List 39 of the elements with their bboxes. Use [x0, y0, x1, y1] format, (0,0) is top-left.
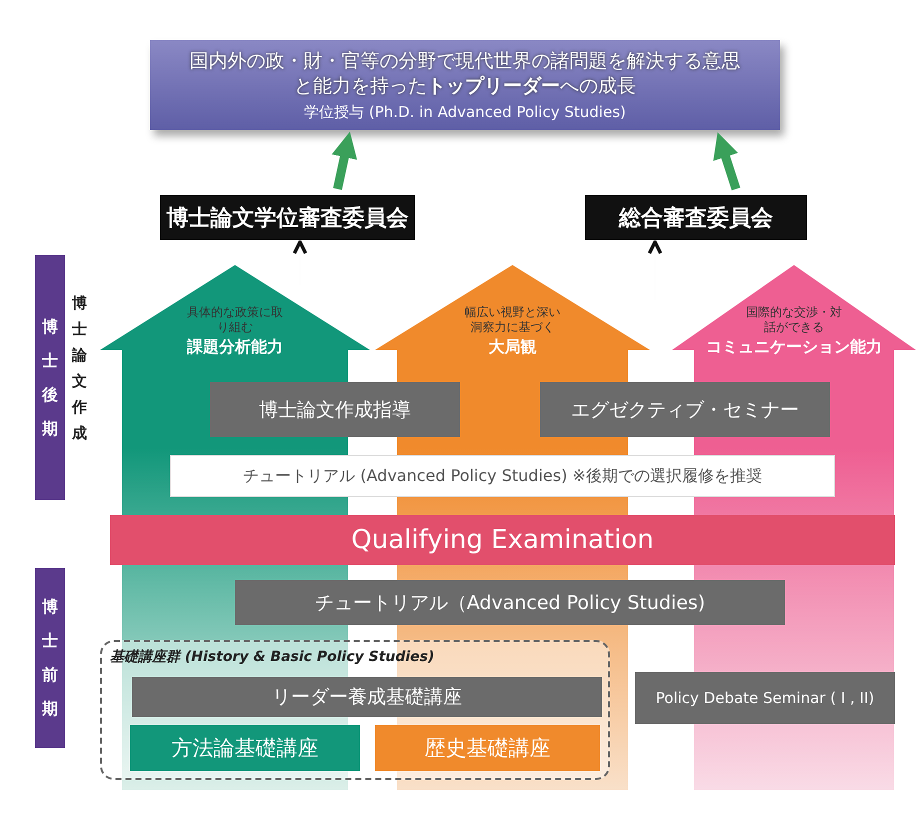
committee-box [160, 195, 415, 240]
phase-bar [35, 255, 65, 500]
subtitle-text: 学位授与 (Ph.D. in Advanced Policy Studies) [304, 102, 626, 122]
box-label: 歴史基礎講座 [424, 735, 550, 762]
arrow [713, 132, 740, 190]
caption-text: 幅広い視野と深い洞察力に基づく [464, 305, 560, 335]
box-label: 方法論基礎講座 [172, 735, 318, 762]
box-label: エグゼクティブ・セミナー [571, 398, 799, 422]
box-label: Policy Debate Seminar ( I , II) [656, 689, 874, 707]
box-label: リーダー養成基礎講座 [272, 685, 462, 710]
course-box [235, 580, 785, 625]
course-box [635, 672, 895, 724]
box-label: 博士論文学位審査委員会 [166, 204, 408, 232]
heading-text: 課題分析能力 [187, 337, 283, 358]
phase-note: 博士論文作成 [72, 293, 87, 444]
arrow [332, 132, 358, 190]
heading-text: 国内外の政・財・官等の分野で現代世界の諸問題を解決する意思と能力を持ったトップリーダーへの成長 [188, 48, 742, 98]
box-label: 博士前期 [42, 596, 58, 720]
box-label: チュートリアル (Advanced Policy Studies) ※後期での選択履修を推奨 [243, 466, 762, 486]
goal-banner [150, 40, 780, 130]
committee-box [585, 195, 807, 240]
exam-bar [110, 515, 895, 565]
caption-text: 具体的な政策に取り組む [187, 305, 283, 335]
caption-text: 国際的な交渉・対話ができる [746, 305, 842, 335]
box-label: チュートリアル（Advanced Policy Studies) [314, 590, 706, 616]
box-label: 博士論文作成指導 [259, 398, 411, 422]
phase-bar [35, 568, 65, 748]
box-label: Qualifying Examination [351, 525, 654, 555]
course-box [540, 382, 830, 437]
course-box [130, 725, 360, 771]
course-box [132, 677, 602, 717]
course-box [375, 725, 600, 771]
group-title: 基礎講座群 (History & Basic Policy Studies) [110, 648, 434, 666]
box-label: 博士後期 [42, 316, 58, 440]
heading-text: 大局観 [488, 337, 536, 358]
heading-text: コミュニケーション能力 [706, 337, 882, 358]
course-box [170, 455, 835, 497]
box-label: 総合審査委員会 [619, 204, 773, 232]
course-box [210, 382, 460, 437]
